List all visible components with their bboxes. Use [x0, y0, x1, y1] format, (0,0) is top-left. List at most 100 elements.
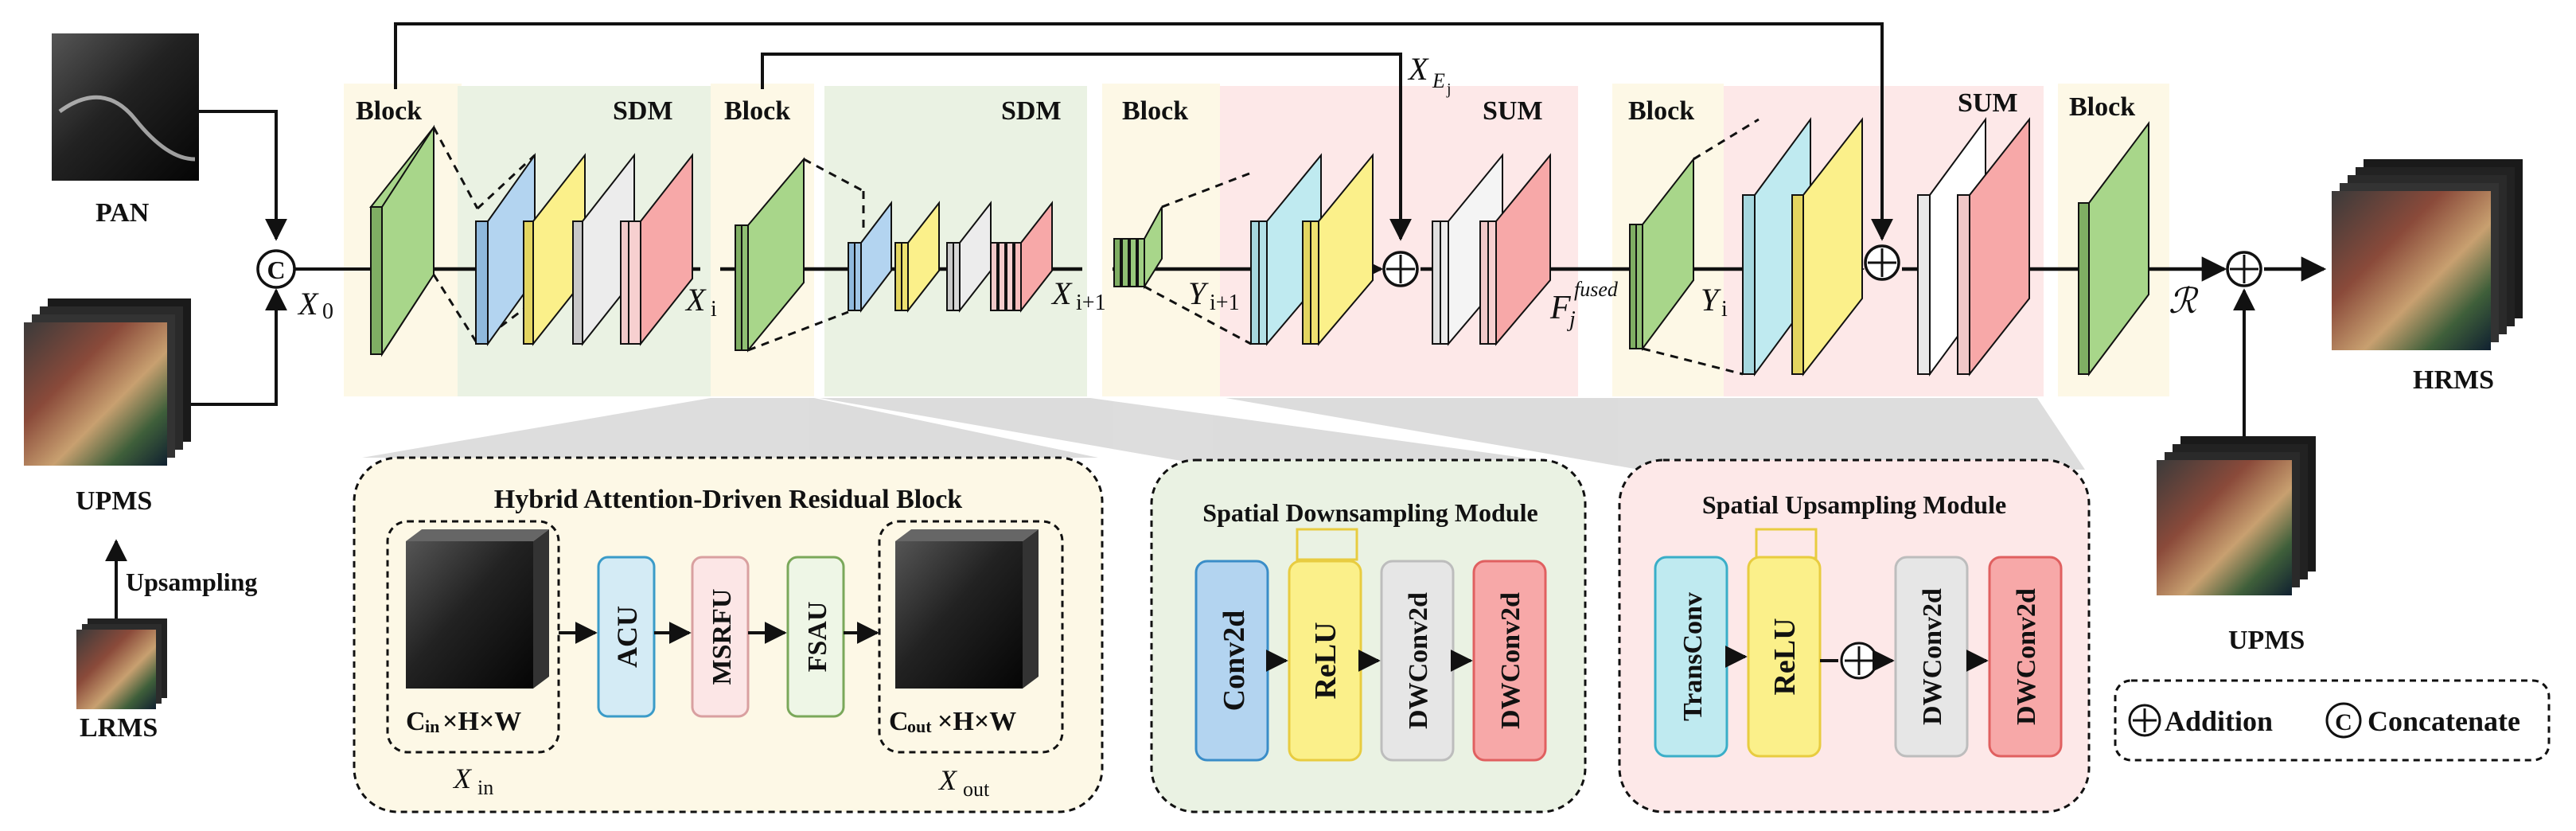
concat-node: C — [256, 249, 296, 289]
var-x0: X 0 — [297, 286, 333, 324]
svg-text:out: out — [963, 778, 990, 801]
block-5-layer — [2078, 121, 2149, 376]
block-2-layers — [735, 157, 805, 353]
svg-text:i: i — [711, 297, 717, 322]
sum-dw2-label: DWConv2d — [2012, 588, 2041, 725]
stage-labels: Block SDM Block SDM Block SUM Block SUM … — [356, 88, 2135, 126]
svg-text:C: C — [406, 707, 426, 736]
cout-label: C out ×H×W — [889, 707, 1016, 736]
concat-symbol: C — [267, 256, 285, 284]
zoom-projections — [362, 398, 2085, 470]
block-4-layers — [1629, 157, 1694, 352]
svg-text:j: j — [1567, 307, 1576, 332]
residual-title: Hybrid Attention-Driven Residual Block — [494, 485, 963, 514]
svg-text:X: X — [1407, 51, 1429, 87]
var-fj: F j fused — [1549, 278, 1619, 332]
hrms-label: HRMS — [2413, 365, 2494, 395]
stage-label-sdm-2: SDM — [1001, 96, 1062, 126]
legend-addition-icon — [2128, 704, 2161, 737]
svg-text:Y: Y — [1701, 282, 1721, 318]
svg-text:ℛ: ℛ — [2169, 282, 2199, 321]
stage-label-block-1: Block — [356, 96, 422, 126]
legend-addition: Addition — [2165, 705, 2273, 737]
svg-text:0: 0 — [322, 299, 333, 324]
add-node-2 — [1864, 244, 1900, 281]
var-r: ℛ — [2169, 282, 2199, 321]
var-xej: X E j — [1407, 51, 1452, 98]
svg-text:i+1: i+1 — [1076, 291, 1106, 315]
svg-text:X: X — [297, 286, 319, 322]
stage-label-sdm-1: SDM — [613, 96, 673, 126]
input-upms: UPMS — [24, 298, 191, 516]
lrms-label: LRMS — [80, 713, 158, 743]
sdm-conv-label: Conv2d — [1218, 611, 1251, 712]
sum-trans-label: TransConv — [1678, 592, 1708, 721]
sum-relu-label: ReLU — [1768, 618, 1802, 695]
pan-label: PAN — [95, 198, 150, 228]
svg-text:X: X — [684, 282, 707, 318]
block-3-layers — [1113, 206, 1163, 290]
input-pan: PAN — [52, 33, 199, 228]
svg-text:i: i — [1721, 297, 1728, 322]
legend-concatenate: Concatenate — [2368, 705, 2520, 737]
add-node-1 — [1382, 251, 1419, 287]
sum-2-layers — [1742, 116, 2030, 377]
legend: Addition C Concatenate — [2114, 679, 2551, 762]
svg-text:fused: fused — [1574, 278, 1619, 301]
var-yi1: Y i+1 — [1188, 275, 1240, 315]
skip-connections — [394, 22, 1893, 241]
msrfu-label: MSRFU — [707, 589, 737, 685]
upms-out-label: UPMS — [2228, 626, 2305, 655]
stage-label-block-5: Block — [2069, 92, 2135, 122]
svg-text:F: F — [1549, 290, 1571, 326]
stage-label-sum-1: SUM — [1483, 96, 1543, 126]
svg-text:×H×W: ×H×W — [442, 707, 521, 736]
sum-title: Spatial Upsampling Module — [1702, 490, 2006, 519]
svg-text:out: out — [907, 716, 932, 736]
var-xi1: X i+1 — [1050, 275, 1106, 315]
input-arrows — [191, 110, 372, 406]
block-1-layer — [368, 124, 435, 357]
input-lrms: LRMS — [76, 618, 167, 743]
panel-residual-block: Hybrid Attention-Driven Residual Block C… — [353, 456, 1104, 813]
svg-text:X: X — [452, 763, 473, 794]
add-node-out — [2226, 251, 2262, 287]
var-yi: Y i — [1701, 282, 1728, 322]
panel-sdm: Spatial Downsampling Module Conv2d ReLU … — [1150, 458, 1587, 813]
svg-text:X: X — [1050, 275, 1073, 311]
svg-text:E: E — [1432, 69, 1445, 92]
block-4-dashed-lines — [1642, 118, 1760, 376]
block-2-dashed-lines — [747, 158, 865, 352]
fsau-label: FSAU — [803, 602, 832, 673]
legend-concat-icon: C — [2325, 702, 2362, 739]
output-upms: UPMS — [2157, 436, 2316, 655]
sdm-2-layers — [848, 201, 1053, 313]
svg-text:X: X — [937, 764, 958, 796]
stage-label-block-2: Block — [724, 96, 790, 126]
sum-1-layers — [1250, 153, 1551, 346]
stage-label-block-4: Block — [1628, 96, 1694, 126]
svg-text:Y: Y — [1188, 275, 1209, 311]
stage-label-sum-2: SUM — [1958, 88, 2018, 118]
svg-text:×H×W: ×H×W — [937, 707, 1016, 736]
legend-concat-symbol: C — [2335, 709, 2352, 735]
upms-label: UPMS — [76, 486, 152, 516]
sdm-1-layers — [475, 152, 693, 347]
panel-sum: Spatial Upsampling Module TransConv ReLU… — [1618, 458, 2091, 813]
svg-text:C: C — [889, 707, 909, 736]
svg-text:j: j — [1446, 80, 1452, 98]
xin-label: X in — [452, 763, 493, 799]
upsampling-label: Upsampling — [126, 568, 257, 596]
xout-label: X out — [937, 764, 990, 801]
upsampling-arrow: Upsampling — [105, 539, 257, 618]
sdm-relu-label: ReLU — [1309, 622, 1343, 699]
stage-label-block-3: Block — [1122, 96, 1188, 126]
sdm-dw2-label: DWConv2d — [1496, 592, 1526, 729]
svg-text:in: in — [425, 716, 439, 736]
sdm-dw1-label: DWConv2d — [1404, 592, 1433, 729]
acu-label: ACU — [611, 606, 643, 668]
svg-text:in: in — [477, 776, 493, 799]
svg-text:i+1: i+1 — [1210, 291, 1240, 315]
sum-dw1-label: DWConv2d — [1918, 588, 1947, 725]
